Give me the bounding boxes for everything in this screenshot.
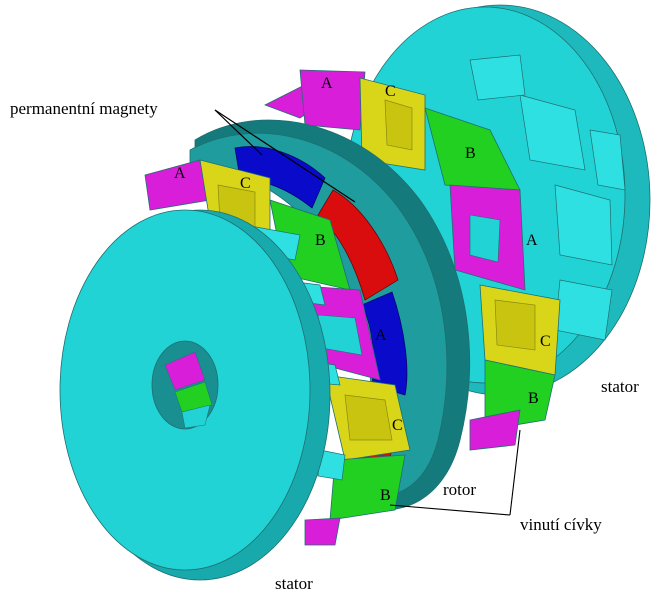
seg-b-front: B — [315, 232, 326, 249]
coil-b-back-2 — [484, 359, 556, 431]
stator-front — [59, 209, 346, 581]
coil-a-back — [299, 69, 366, 131]
seg-b-front-2: B — [380, 487, 391, 504]
seg-b-back-2: B — [528, 390, 539, 407]
seg-c-front-2: C — [392, 417, 403, 434]
magnet-pointer-1 — [214, 109, 263, 156]
seg-c-front: C — [240, 175, 251, 192]
label-stator-right: stator — [601, 377, 639, 396]
label-rotor: rotor — [443, 480, 476, 499]
label-magnets: permanentní magnety — [10, 99, 158, 118]
seg-c-back-2: C — [540, 333, 551, 350]
seg-a-front: A — [174, 165, 186, 182]
label-stator-bottom: stator — [275, 574, 313, 593]
stator-right-teeth — [469, 54, 626, 341]
magnet-pointer-2 — [214, 109, 356, 203]
coil-leaders — [389, 429, 521, 516]
coil-ring-back — [264, 69, 561, 451]
label-coils: vinutí cívky — [520, 515, 602, 534]
seg-c-back: C — [385, 83, 396, 100]
segment-letters: A C B A C B A C B A C B — [174, 75, 551, 504]
seg-a-back: A — [321, 75, 333, 92]
seg-a-back-2: A — [526, 232, 538, 249]
coil-b-front-2 — [329, 454, 406, 521]
seg-a-front-2: A — [375, 327, 387, 344]
seg-b-back: B — [465, 145, 476, 162]
